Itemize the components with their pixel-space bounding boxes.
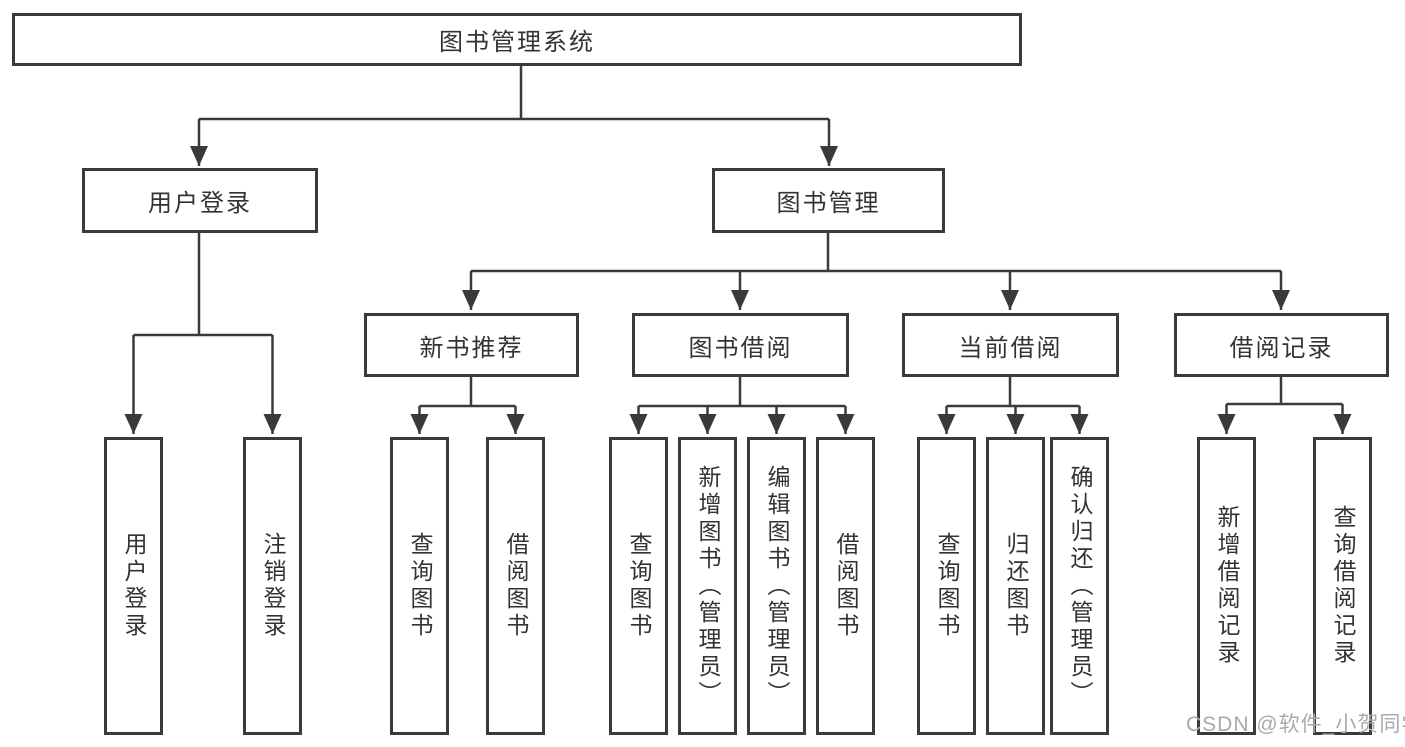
leaf-query-books-recommend: 查询图书 <box>390 437 449 735</box>
leaf-label: 查询图书 <box>934 532 960 640</box>
leaf-label: 查询图书 <box>626 532 652 640</box>
leaf-query-books-current: 查询图书 <box>917 437 976 735</box>
leaf-label: 借阅图书 <box>833 532 859 640</box>
leaf-add-borrow-record: 新增借阅记录 <box>1197 437 1256 735</box>
leaf-label: 借阅图书 <box>503 532 529 640</box>
leaf-borrow-books: 借阅图书 <box>816 437 875 735</box>
leaf-label: 用户登录 <box>121 532 147 640</box>
leaf-logout: 注销登录 <box>243 437 302 735</box>
leaf-label: 查询图书 <box>407 532 433 640</box>
node-borrowing-records-label: 借阅记录 <box>1229 334 1334 362</box>
node-book-borrowing: 图书借阅 <box>632 313 849 377</box>
node-book-management-label: 图书管理 <box>776 190 881 217</box>
node-book-borrowing-label: 图书借阅 <box>688 334 793 362</box>
node-user-login-label: 用户登录 <box>148 190 252 217</box>
leaf-borrow-books-recommend: 借阅图书 <box>486 437 545 735</box>
leaf-return-books: 归还图书 <box>986 437 1045 735</box>
leaf-label: 查询借阅记录 <box>1330 505 1356 667</box>
leaf-query-books-borrowing: 查询图书 <box>609 437 668 735</box>
node-current-borrowing: 当前借阅 <box>902 313 1119 377</box>
node-book-management: 图书管理 <box>712 168 945 233</box>
node-root-label: 图书管理系统 <box>439 29 595 56</box>
leaf-user-login: 用户登录 <box>104 437 163 735</box>
node-user-login: 用户登录 <box>82 168 318 233</box>
node-root: 图书管理系统 <box>12 13 1022 66</box>
leaf-query-borrow-record: 查询借阅记录 <box>1313 437 1372 735</box>
node-current-borrowing-label: 当前借阅 <box>958 334 1063 362</box>
node-new-book-recommend: 新书推荐 <box>364 313 579 377</box>
leaf-label: 编辑图书（管理员） <box>764 464 790 708</box>
leaf-label: 归还图书 <box>1003 532 1029 640</box>
node-new-book-recommend-label: 新书推荐 <box>419 334 524 362</box>
leaf-label: 新增图书（管理员） <box>695 464 721 708</box>
leaf-label: 新增借阅记录 <box>1214 505 1240 667</box>
leaf-add-books-admin: 新增图书（管理员） <box>678 437 737 735</box>
node-borrowing-records: 借阅记录 <box>1174 313 1389 377</box>
csdn-watermark: CSDN @软件_小贺同学 <box>1186 713 1405 736</box>
leaf-confirm-return-admin: 确认归还（管理员） <box>1050 437 1109 735</box>
leaf-label: 注销登录 <box>260 532 286 640</box>
leaf-edit-books-admin: 编辑图书（管理员） <box>747 437 806 735</box>
leaf-label: 确认归还（管理员） <box>1067 464 1093 708</box>
